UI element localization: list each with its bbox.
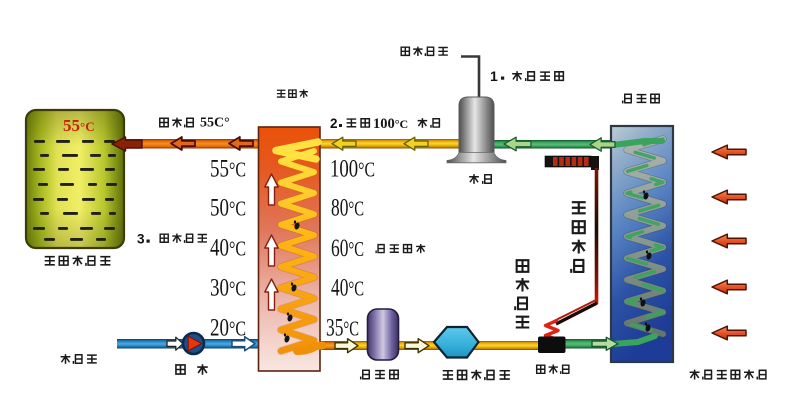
svg-text:3: 3 [137, 232, 145, 247]
svg-text:100°C: 100°C [373, 116, 408, 132]
svg-text:35°C: 35°C [326, 315, 359, 342]
svg-text:100°C: 100°C [330, 156, 375, 183]
svg-text:80°C: 80°C [331, 195, 364, 222]
svg-text:40°C: 40°C [210, 235, 246, 262]
svg-text:30°C: 30°C [210, 275, 246, 302]
svg-text:1: 1 [490, 68, 498, 84]
svg-text:20°C: 20°C [210, 315, 246, 342]
svg-text:2: 2 [330, 116, 338, 131]
svg-text:55°C: 55°C [63, 116, 95, 135]
svg-text:40°C: 40°C [331, 275, 364, 302]
svg-text:50°C: 50°C [210, 195, 246, 222]
svg-text:60°C: 60°C [331, 235, 364, 262]
svg-text:55C°: 55C° [200, 116, 230, 131]
svg-text:55°C: 55°C [210, 156, 246, 183]
